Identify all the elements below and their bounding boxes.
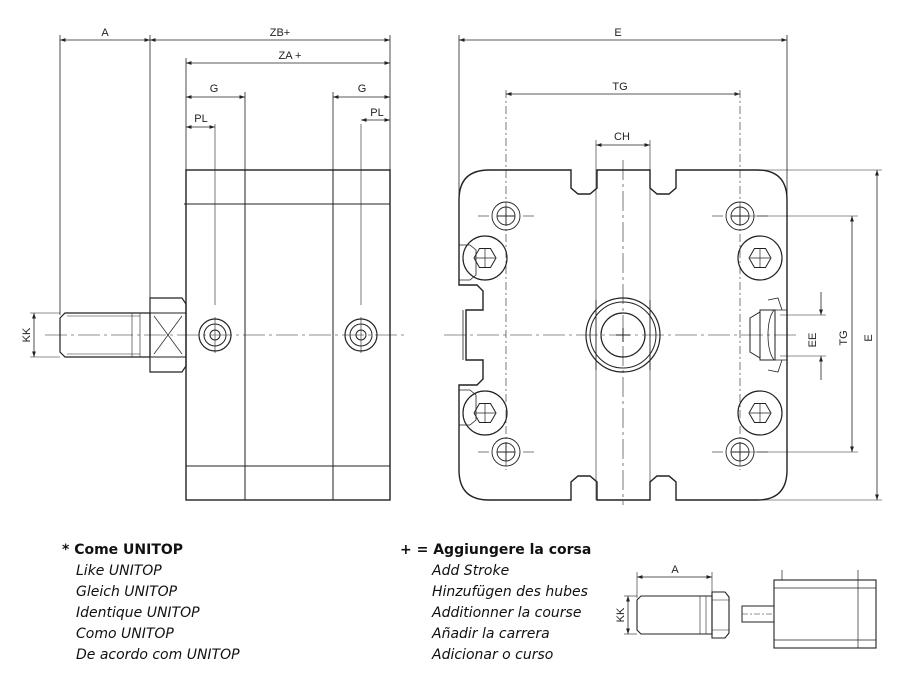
side-view	[30, 35, 405, 501]
legend-unitop-fr: Identique UNITOP	[76, 605, 200, 621]
dim-e-side-label: E	[863, 334, 875, 341]
legend-unitop: * Come UNITOP Like UNITOP Gleich UNITOP …	[62, 540, 240, 666]
dim-zb-label: ZB+	[270, 27, 290, 39]
dim-g-right-label: G	[358, 83, 367, 95]
legend-unitop-en: Like UNITOP	[76, 563, 162, 579]
legend-stroke: + = Aggiungere la corsa Add Stroke Hinzu…	[400, 540, 591, 666]
dim-tg-top-label: TG	[612, 81, 627, 93]
dim-pl-left-label: PL	[194, 113, 207, 125]
legend-stroke-fr: Additionner la course	[432, 605, 582, 621]
dim-za-label: ZA +	[279, 50, 302, 62]
legend-stroke-pt: Adicionar o curso	[432, 647, 554, 663]
dim-kk-label: KK	[21, 327, 33, 342]
legend-stroke-heading: + = Aggiungere la corsa	[400, 542, 592, 558]
legend-unitop-heading: * Come UNITOP	[62, 542, 184, 558]
legend-stroke-de: Hinzufügen des hubes	[432, 584, 588, 600]
detail-a-label: A	[671, 564, 679, 576]
dim-ee-label: EE	[807, 333, 819, 348]
dim-pl-right-label: PL	[370, 107, 383, 119]
legend-unitop-es: Como UNITOP	[76, 626, 174, 642]
legend-unitop-de: Gleich UNITOP	[76, 584, 178, 600]
legend-stroke-en: Add Stroke	[432, 563, 510, 579]
dimension-labels: A ZB+ ZA + G G PL PL KK E TG CH E TG EE …	[21, 27, 875, 622]
legend-stroke-es: Añadir la carrera	[432, 626, 550, 642]
dim-tg-side-label: TG	[838, 330, 850, 345]
dim-g-left-label: G	[210, 83, 219, 95]
dim-e-top-label: E	[614, 27, 621, 39]
dim-a-label: A	[101, 27, 109, 39]
dim-ch-label: CH	[614, 131, 630, 143]
front-view	[444, 35, 882, 505]
legend-unitop-pt: De acordo com UNITOP	[76, 647, 240, 663]
detail-kk-label: KK	[615, 607, 627, 622]
detail-view	[624, 570, 877, 649]
